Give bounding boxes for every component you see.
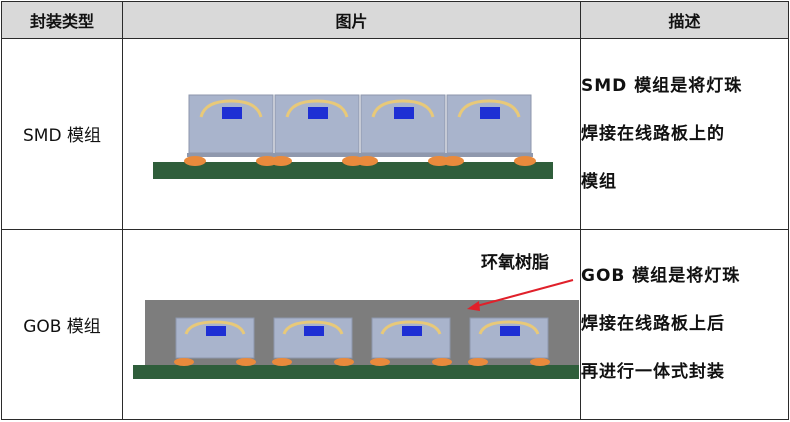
led-chip [304, 326, 324, 337]
led-chip [500, 326, 520, 337]
solder-pad [530, 358, 550, 367]
smd-led-1 [184, 94, 278, 166]
solder-pad [370, 358, 390, 367]
solder-pad [174, 358, 194, 367]
led-chip [480, 106, 500, 119]
solder-pad [334, 358, 354, 367]
epoxy-arrow [472, 279, 574, 309]
header-description: 描述 [580, 0, 789, 40]
solder-pad [432, 358, 452, 367]
header-row: 封装类型 图片 描述 [1, 0, 789, 40]
epoxy-label: 环氧树脂 [481, 252, 549, 273]
led-chip [394, 106, 414, 119]
solder-pad [270, 155, 292, 166]
smd-led-3 [356, 94, 450, 166]
gob-led-4 [468, 317, 550, 367]
gob-led-3 [370, 317, 452, 367]
header-image: 图片 [122, 0, 581, 40]
led-chip [206, 326, 226, 337]
led-chip [308, 106, 328, 119]
smd-type-label: SMD 模组 [1, 38, 123, 230]
gob-desc-line: 再进行一体式封装 [581, 362, 725, 383]
header-package-type: 封装类型 [1, 0, 123, 40]
smd-desc-line: 焊接在线路板上的 [581, 123, 725, 144]
row-smd: SMD 模组 [1, 38, 789, 230]
gob-led-1 [174, 317, 256, 367]
gob-led-2 [272, 317, 354, 367]
smd-illustration-cell [122, 38, 581, 230]
gob-illustration-cell: 环氧树脂 [122, 228, 581, 421]
smd-desc-line: SMD 模组是将灯珠 [581, 75, 743, 96]
solder-pad [236, 358, 256, 367]
led-chip [402, 326, 422, 337]
solder-pad [442, 155, 464, 166]
gob-pcb-board [133, 365, 579, 380]
gob-desc-line: GOB 模组是将灯珠 [581, 266, 741, 287]
smd-illustration [153, 94, 553, 179]
solder-pad [272, 358, 292, 367]
smd-led-4 [442, 94, 536, 166]
solder-pad [468, 358, 488, 367]
smd-desc-line: 模组 [581, 171, 617, 192]
smd-description: SMD 模组是将灯珠 焊接在线路板上的 模组 [580, 38, 789, 230]
smd-led-2 [270, 94, 364, 166]
gob-desc-line: 焊接在线路板上后 [581, 314, 725, 335]
gob-illustration: 环氧树脂 [133, 252, 579, 380]
gob-description: GOB 模组是将灯珠 焊接在线路板上后 再进行一体式封装 [580, 228, 789, 421]
solder-pad [514, 155, 536, 166]
gob-type-label: GOB 模组 [1, 228, 123, 421]
solder-pad [184, 155, 206, 166]
solder-pad [356, 155, 378, 166]
row-gob: GOB 模组 [1, 228, 789, 421]
epoxy-arrow-head [467, 301, 480, 312]
smd-pcb-board [153, 161, 553, 179]
led-chip [222, 106, 242, 119]
